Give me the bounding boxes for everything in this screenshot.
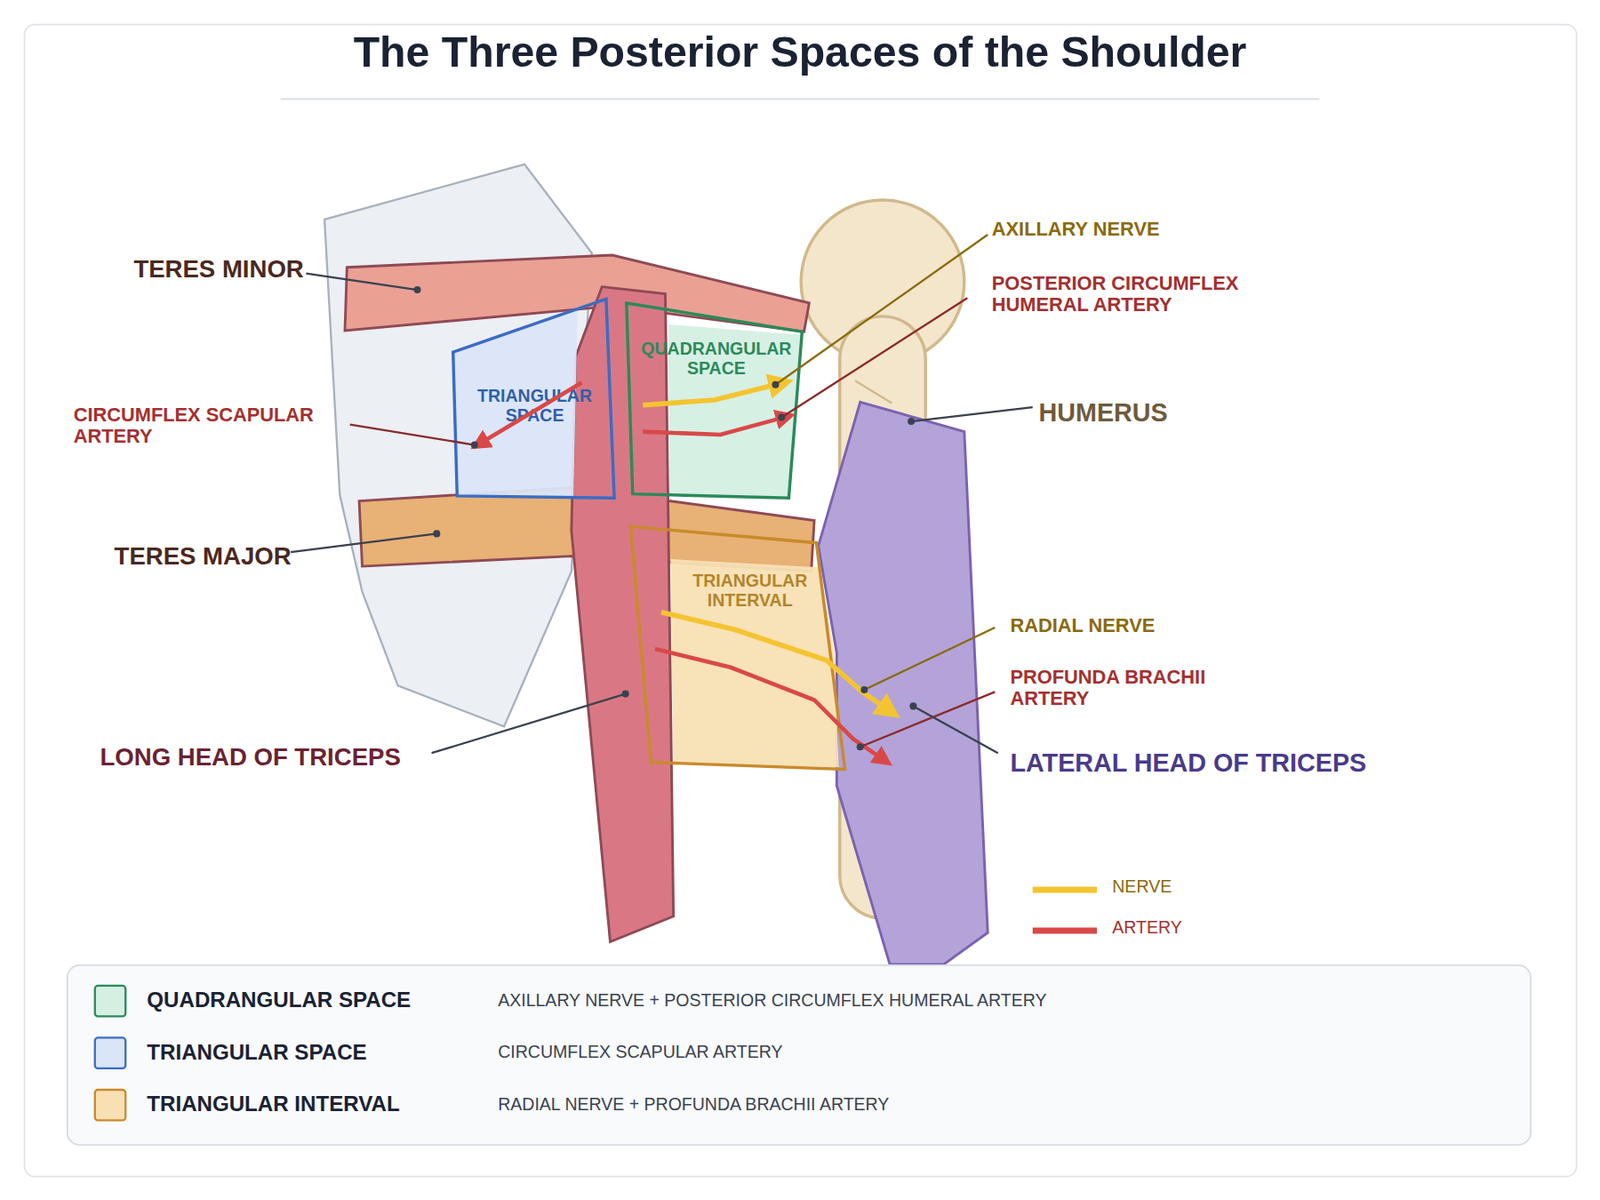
circumflex-humeral-path bbox=[642, 416, 788, 435]
anatomy-label: TERES MAJOR bbox=[114, 543, 292, 571]
anatomy-label: CIRCUMFLEX SCAPULAR ARTERY bbox=[73, 404, 355, 448]
outer-frame bbox=[24, 24, 1577, 1177]
leader-line bbox=[775, 234, 988, 385]
leader-dot bbox=[471, 440, 479, 448]
space-name: QUADRANGULAR SPACE bbox=[628, 339, 804, 379]
legend-text: NERVE bbox=[1112, 877, 1172, 897]
anatomy-label: TERES MINOR bbox=[133, 256, 304, 284]
legend-panel bbox=[67, 965, 1531, 1145]
leader-dot bbox=[432, 529, 440, 537]
anatomy-label: HUMERUS bbox=[1039, 398, 1168, 427]
leader-dots bbox=[413, 286, 917, 751]
legend-description: CIRCUMFLEX SCAPULAR ARTERY bbox=[497, 1042, 783, 1063]
diagram-title: The Three Posterior Spaces of the Should… bbox=[0, 27, 1600, 76]
leader-line bbox=[781, 297, 968, 417]
leader-dot bbox=[413, 286, 421, 294]
anatomy-label: LONG HEAD OF TRICEPS bbox=[99, 744, 400, 772]
leader-dot bbox=[777, 413, 785, 421]
radial-nerve-path bbox=[661, 612, 892, 713]
nerve-sample bbox=[1032, 887, 1097, 894]
space-outline bbox=[626, 522, 849, 774]
space-region: TRIANGULAR INTERVAL bbox=[626, 522, 849, 774]
leader-line bbox=[911, 407, 1033, 422]
legend-description: AXILLARY NERVE + POSTERIOR CIRCUMFLEX HU… bbox=[497, 991, 1047, 1011]
humerus-neck bbox=[855, 380, 892, 403]
legend-text: TRIANGULAR SPACE bbox=[146, 1040, 367, 1064]
anatomy-label: RADIAL NERVE bbox=[1009, 614, 1155, 636]
leader-line bbox=[864, 627, 995, 690]
leader-dot bbox=[856, 743, 864, 751]
space-border bbox=[453, 298, 615, 498]
legend-text: QUADRANGULAR SPACE bbox=[146, 987, 411, 1012]
title-rule bbox=[280, 97, 1320, 100]
profunda-artery-path bbox=[655, 648, 886, 761]
leader-dot bbox=[907, 417, 915, 425]
lateral-head-triceps bbox=[818, 401, 989, 965]
axillary-nerve-path bbox=[642, 382, 784, 405]
leader-line bbox=[305, 273, 417, 290]
leader-line bbox=[912, 705, 998, 753]
leader-line bbox=[350, 424, 475, 446]
space-name: TRIANGULAR INTERVAL bbox=[673, 571, 827, 611]
leader-dot bbox=[771, 381, 779, 389]
long-head-triceps bbox=[571, 287, 674, 943]
legend-swatch bbox=[94, 1088, 128, 1122]
legend-swatch bbox=[94, 1036, 128, 1070]
legend-text: ARTERY bbox=[1112, 918, 1182, 938]
leader-dot bbox=[909, 702, 917, 710]
space-border bbox=[626, 303, 802, 498]
legend-swatch bbox=[94, 984, 128, 1018]
legend-description: RADIAL NERVE + PROFUNDA BRACHII ARTERY bbox=[497, 1095, 889, 1115]
space-border bbox=[630, 526, 845, 769]
artery-sample bbox=[1032, 927, 1097, 934]
anatomy-label: PROFUNDA BRACHII ARTERY bbox=[1009, 666, 1256, 711]
leader-dot bbox=[622, 690, 630, 698]
circumflex-scapular-path bbox=[477, 382, 582, 445]
anatomy-label: AXILLARY NERVE bbox=[992, 218, 1160, 240]
leader-dot bbox=[860, 686, 868, 694]
leader-line bbox=[432, 694, 626, 754]
space-fill bbox=[670, 559, 839, 768]
scapula-shape bbox=[324, 164, 592, 728]
leader-lines bbox=[290, 234, 1033, 753]
leader-line bbox=[860, 691, 996, 747]
anatomy-label: LATERAL HEAD OF TRICEPS bbox=[1009, 747, 1367, 776]
leader-line bbox=[290, 533, 437, 552]
legend-text: TRIANGULAR INTERVAL bbox=[146, 1091, 400, 1116]
space-region: TRIANGULAR SPACE bbox=[448, 295, 620, 502]
anatomy-label: POSTERIOR CIRCUMFLEX HUMERAL ARTERY bbox=[992, 272, 1288, 317]
space-name: TRIANGULAR SPACE bbox=[463, 386, 607, 426]
